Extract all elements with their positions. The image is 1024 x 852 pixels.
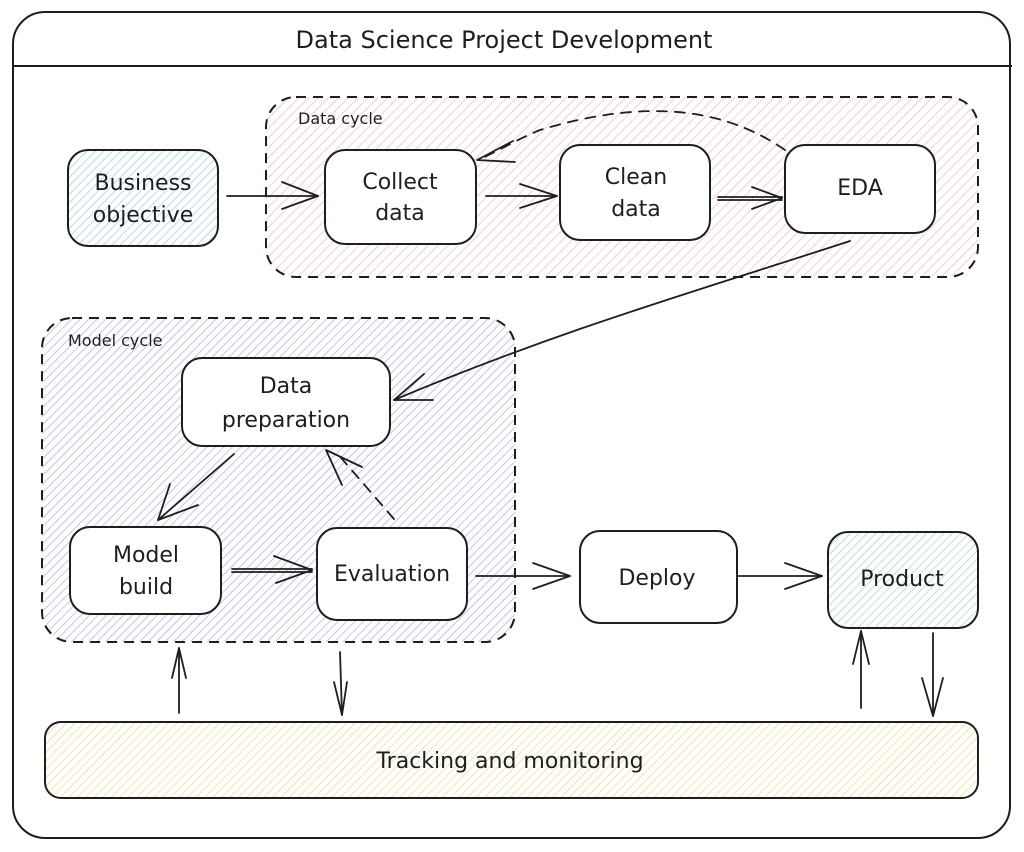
node-clean-data-line2: data bbox=[611, 197, 661, 222]
edge-collect-to-clean bbox=[485, 183, 558, 209]
edge-clean-to-eda bbox=[717, 186, 783, 210]
diagram-title: Data Science Project Development bbox=[296, 26, 713, 54]
node-eda-label: EDA bbox=[837, 176, 883, 201]
edge-deploy-to-product bbox=[737, 562, 823, 590]
node-clean-data-line1: Clean bbox=[605, 165, 667, 190]
edge-evaluation-to-deploy bbox=[475, 562, 571, 590]
edge-data-preparation-to-model-build bbox=[157, 453, 235, 521]
node-business-objective-line1: Business bbox=[94, 171, 191, 196]
group-data-cycle-label: Data cycle bbox=[298, 109, 383, 128]
node-collect-data-line1: Collect bbox=[362, 170, 438, 195]
edge-eda-to-collect-dashed bbox=[476, 110, 786, 163]
node-tracking-and-monitoring: Tracking and monitoring bbox=[44, 721, 979, 799]
node-eda: EDA bbox=[784, 144, 936, 234]
node-model-build-line1: Model bbox=[113, 543, 179, 568]
edge-product-to-tracking bbox=[921, 632, 944, 717]
node-product-label: Product bbox=[860, 567, 944, 592]
node-product: Product bbox=[827, 531, 979, 629]
edge-eda-to-data-preparation bbox=[393, 240, 851, 401]
node-deploy-label: Deploy bbox=[618, 566, 695, 591]
node-collect-data: Collect data bbox=[324, 149, 477, 245]
edge-model-build-to-evaluation bbox=[231, 555, 313, 584]
node-clean-data: Clean data bbox=[559, 144, 711, 241]
node-deploy: Deploy bbox=[579, 530, 738, 624]
node-model-build-line2: build bbox=[119, 575, 173, 600]
edge-business-to-collect bbox=[226, 181, 319, 210]
node-collect-data-line2: data bbox=[375, 201, 425, 226]
edge-model-cycle-to-tracking bbox=[333, 651, 348, 716]
edge-evaluation-to-data-preparation-dashed bbox=[325, 449, 395, 520]
node-evaluation: Evaluation bbox=[316, 527, 468, 621]
node-tracking-and-monitoring-label: Tracking and monitoring bbox=[375, 749, 643, 774]
edge-tracking-to-product bbox=[852, 630, 870, 709]
node-business-objective: Business objective bbox=[67, 149, 219, 247]
node-business-objective-line2: objective bbox=[93, 203, 193, 228]
node-data-preparation-line2: preparation bbox=[222, 408, 350, 433]
node-data-preparation: Data preparation bbox=[181, 357, 391, 447]
node-model-build: Model build bbox=[69, 526, 222, 615]
node-evaluation-label: Evaluation bbox=[334, 562, 450, 587]
group-model-cycle-label: Model cycle bbox=[68, 331, 162, 350]
node-data-preparation-line1: Data bbox=[260, 374, 313, 399]
edge-tracking-to-model-cycle bbox=[171, 647, 187, 714]
